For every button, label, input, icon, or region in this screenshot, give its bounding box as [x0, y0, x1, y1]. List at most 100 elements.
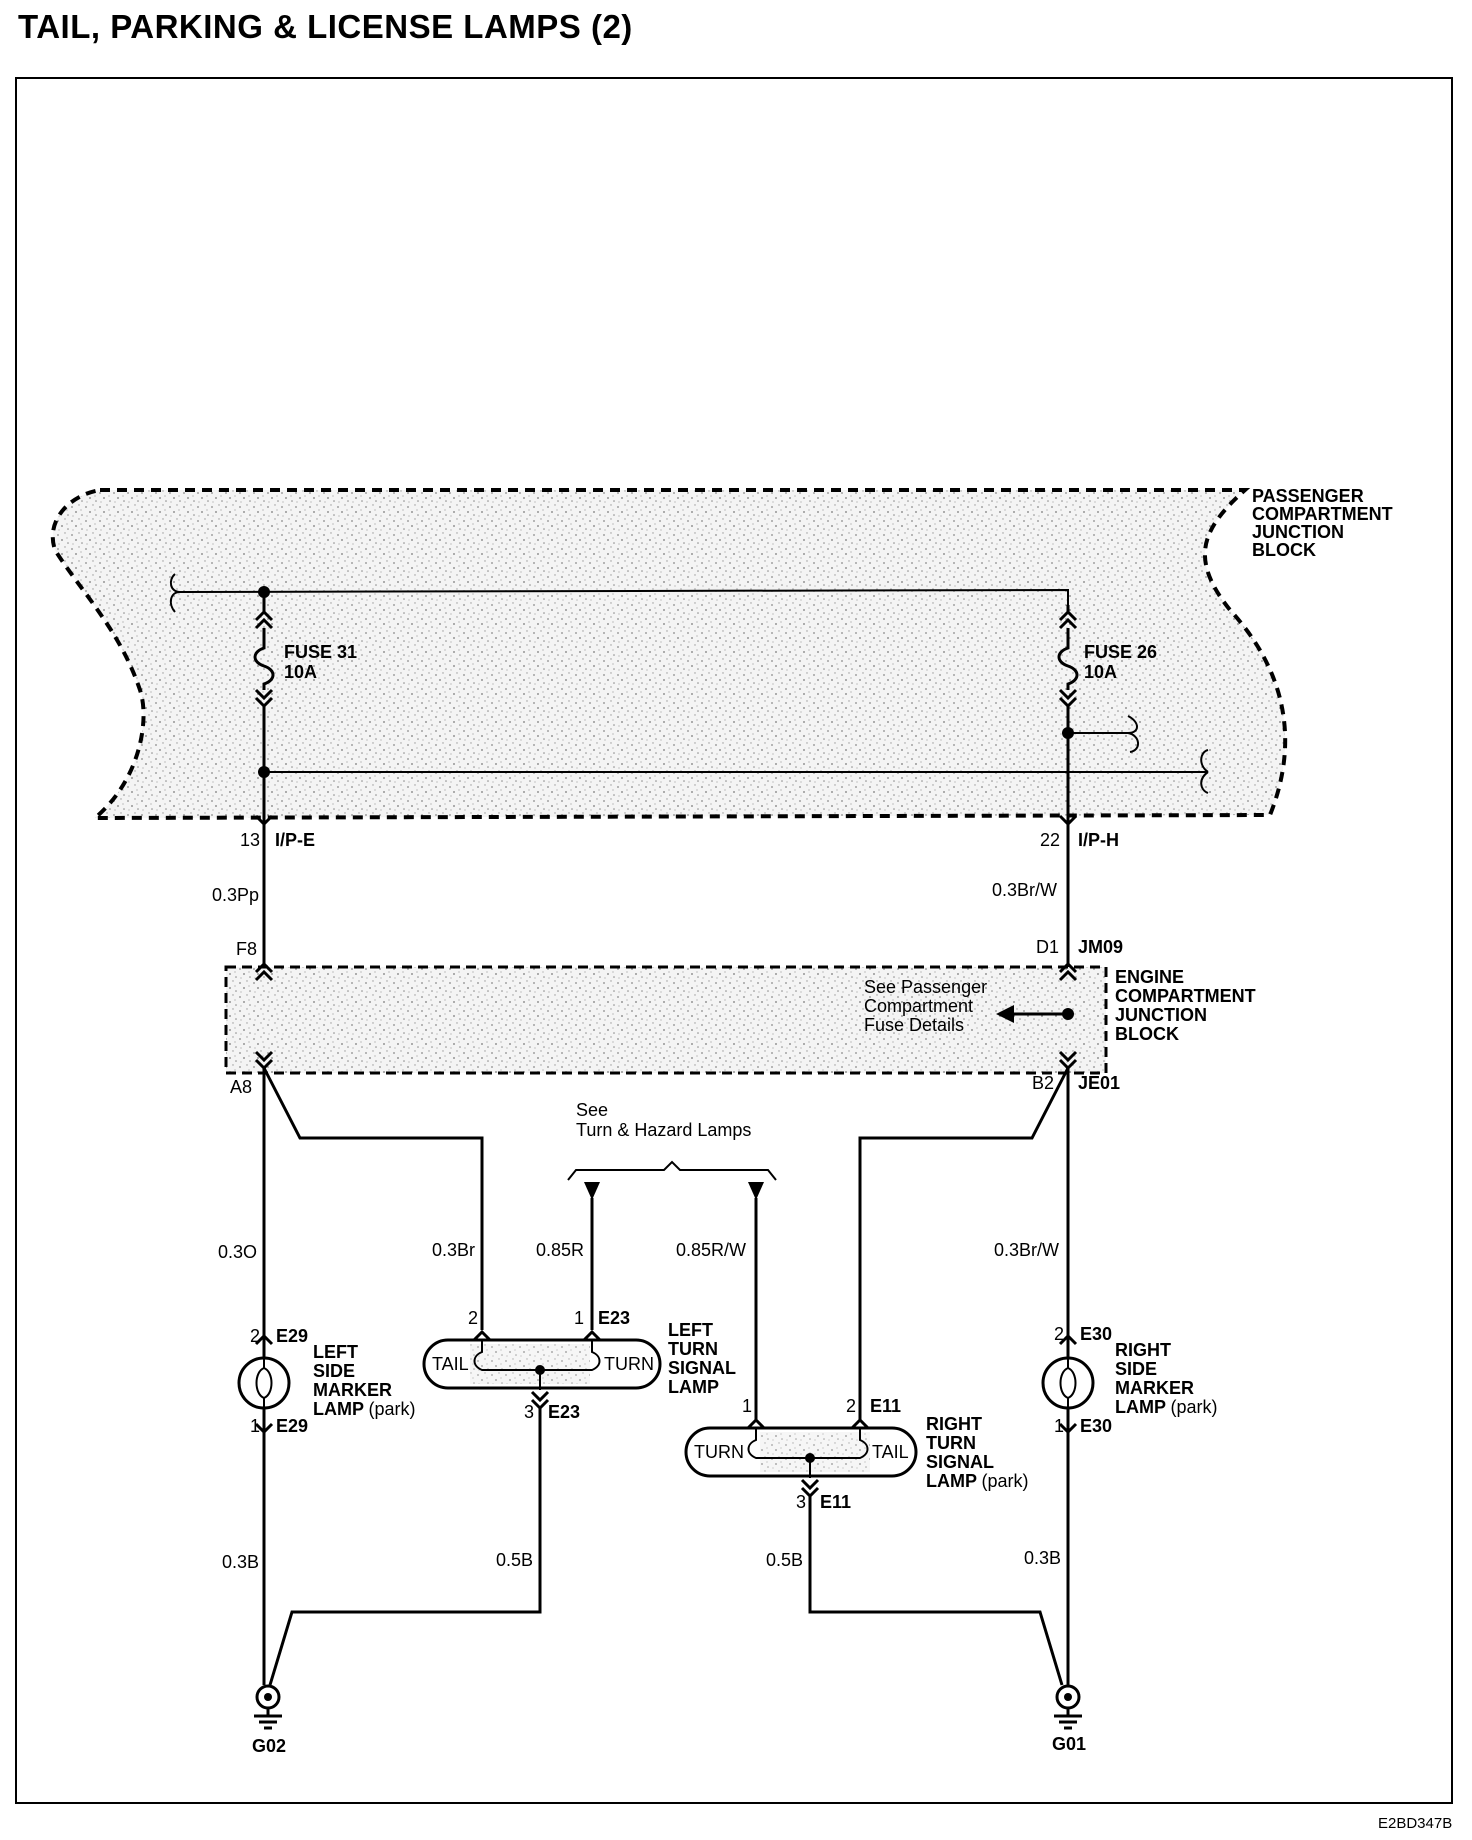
left-marker-label-line-1: LEFT	[313, 1342, 358, 1362]
wire-label-right-turn-ground: 0.5B	[766, 1550, 803, 1570]
left-tail-feed-wire	[262, 1067, 484, 1330]
left-marker-bottom-conn: E29	[276, 1416, 308, 1436]
left-turn-ground-chevron	[530, 1390, 550, 1411]
right-marker-bottom-conn: E30	[1080, 1416, 1112, 1436]
left-turn-pin-tail: 2	[468, 1308, 478, 1328]
right-turn-turn-text: TURN	[694, 1442, 744, 1462]
feed-hook-left	[169, 573, 181, 613]
engine-block-label-line-4: BLOCK	[1115, 1024, 1179, 1044]
ground-g01-icon	[1054, 1684, 1082, 1730]
engine-block-label-line-3: JUNCTION	[1115, 1005, 1207, 1025]
fuse31-name: FUSE 31	[284, 642, 357, 662]
left-marker-label-line-3: MARKER	[313, 1380, 392, 1400]
junction-dot-engine-block	[1062, 1008, 1074, 1020]
right-marker-top-pin: 2	[1054, 1324, 1064, 1344]
pin-d1: D1	[1036, 937, 1059, 957]
left-marker-top-conn: E29	[276, 1326, 308, 1346]
ground-g02-label: G02	[252, 1736, 286, 1756]
right-turn-label-line-2: TURN	[926, 1433, 976, 1453]
fuse31-icon	[253, 592, 275, 772]
ip-h-pin: 22	[1040, 830, 1060, 850]
right-marker-label-line-1: RIGHT	[1115, 1340, 1171, 1360]
right-turn-label-line-3: SIGNAL	[926, 1452, 994, 1472]
diagram-id: E2BD347B	[1378, 1815, 1452, 1832]
engine-junction-block: ENGINE COMPARTMENT JUNCTION BLOCK See Pa…	[224, 961, 1256, 1075]
right-turn-pin-turn: 1	[742, 1396, 752, 1416]
fuse31-rating: 10A	[284, 662, 317, 682]
right-marker-top-conn: E30	[1080, 1324, 1112, 1344]
left-turn-conn-top: E23	[598, 1308, 630, 1328]
turn-feed-arrow-left	[584, 1182, 600, 1200]
ip-h-connector: I/P-H	[1078, 830, 1119, 850]
ground-g02-icon	[254, 1684, 282, 1730]
left-turn-ground-wire	[268, 1408, 542, 1686]
engine-note-line-2: Compartment	[864, 996, 973, 1016]
right-turn-turn-chevron	[746, 1417, 766, 1430]
passenger-block-label-line-4: BLOCK	[1252, 540, 1316, 560]
left-marker-label-line-2: SIDE	[313, 1361, 355, 1381]
pin-a8: A8	[230, 1077, 252, 1097]
engine-note-line-3: Fuse Details	[864, 1015, 964, 1035]
right-turn-turn-filament	[747, 1428, 810, 1459]
ip-e-pin: 13	[240, 830, 260, 850]
left-marker-label-line-4: LAMP (park)	[313, 1399, 415, 1419]
passenger-block-outline	[50, 488, 1288, 821]
right-turn-signal-lamp: TURN TAIL	[684, 1417, 918, 1499]
connector-d1-chevron	[1058, 961, 1078, 982]
diagram-frame	[15, 77, 1453, 1804]
connector-jm09: JM09	[1078, 937, 1123, 957]
left-turn-label-line-2: TURN	[668, 1339, 718, 1359]
right-tail-feed-wire	[858, 1067, 1070, 1420]
engine-block-label-line-2: COMPARTMENT	[1115, 986, 1256, 1006]
left-turn-label-line-4: LAMP	[668, 1377, 719, 1397]
right-turn-conn-bottom: E11	[820, 1492, 851, 1512]
right-turn-conn-top: E11	[870, 1396, 901, 1416]
ip-e-connector: I/P-E	[275, 830, 315, 850]
right-marker-label-line-2: SIDE	[1115, 1359, 1157, 1379]
right-marker-suffix: (park)	[1170, 1397, 1217, 1417]
right-turn-pin-ground: 3	[796, 1492, 806, 1512]
left-turn-pin-ground: 3	[524, 1402, 534, 1422]
engine-note-line-1: See Passenger	[864, 977, 987, 997]
passenger-block-label-line-2: COMPARTMENT	[1252, 504, 1393, 524]
engine-block-label-line-1: ENGINE	[1115, 967, 1184, 987]
right-turn-pin-tail: 2	[846, 1396, 856, 1416]
right-marker-lamp-word: LAMP	[1115, 1397, 1166, 1417]
ground-g01-label: G01	[1052, 1734, 1086, 1754]
turn-reference-line-2: Turn & Hazard Lamps	[576, 1120, 751, 1140]
right-marker-bottom-pin: 1	[1054, 1416, 1064, 1436]
page-title: TAIL, PARKING & LICENSE LAMPS (2)	[18, 8, 633, 45]
left-turn-conn-bottom: E23	[548, 1402, 580, 1422]
left-turn-tail-chevron	[472, 1329, 492, 1342]
turn-reference-line-1: See	[576, 1100, 608, 1120]
left-turn-turn-filament	[540, 1340, 601, 1371]
left-turn-pin-turn: 1	[574, 1308, 584, 1328]
wire-label-right-marker-ground: 0.3B	[1024, 1548, 1061, 1568]
right-turn-tail-chevron	[850, 1417, 870, 1430]
wire-label-left-tail-feed: 0.3Br	[432, 1240, 475, 1260]
fuse26-rating: 10A	[1084, 662, 1117, 682]
left-side-marker-lamp	[237, 1330, 291, 1435]
left-turn-lamp-stipple	[470, 1344, 590, 1384]
right-turn-label-line-1: RIGHT	[926, 1414, 982, 1434]
lower-bus-hook-right	[1200, 749, 1209, 794]
wire-label-left-marker-ground: 0.3B	[222, 1552, 259, 1572]
wire-label-right-upper: 0.3Br/W	[992, 880, 1057, 900]
engine-note-arrowhead	[996, 1005, 1014, 1023]
fuse26-name: FUSE 26	[1084, 642, 1157, 662]
left-turn-label-line-3: SIGNAL	[668, 1358, 736, 1378]
connector-f8-chevron	[254, 961, 274, 982]
engine-block-outline	[224, 965, 1108, 1075]
turn-feed-arrow-right	[748, 1182, 764, 1200]
left-turn-label-line-1: LEFT	[668, 1320, 713, 1340]
left-turn-tail-text: TAIL	[432, 1354, 469, 1374]
left-marker-filament-icon	[255, 1358, 273, 1408]
wire-label-right-turn-feed: 0.85R/W	[676, 1240, 746, 1260]
left-turn-turn-text: TURN	[604, 1354, 654, 1374]
upper-bus	[179, 588, 1069, 605]
fuse26-icon	[1057, 605, 1079, 733]
right-turn-tail-filament	[810, 1428, 869, 1459]
right-turn-ground-wire	[808, 1496, 1064, 1686]
left-marker-suffix: (park)	[368, 1399, 415, 1419]
